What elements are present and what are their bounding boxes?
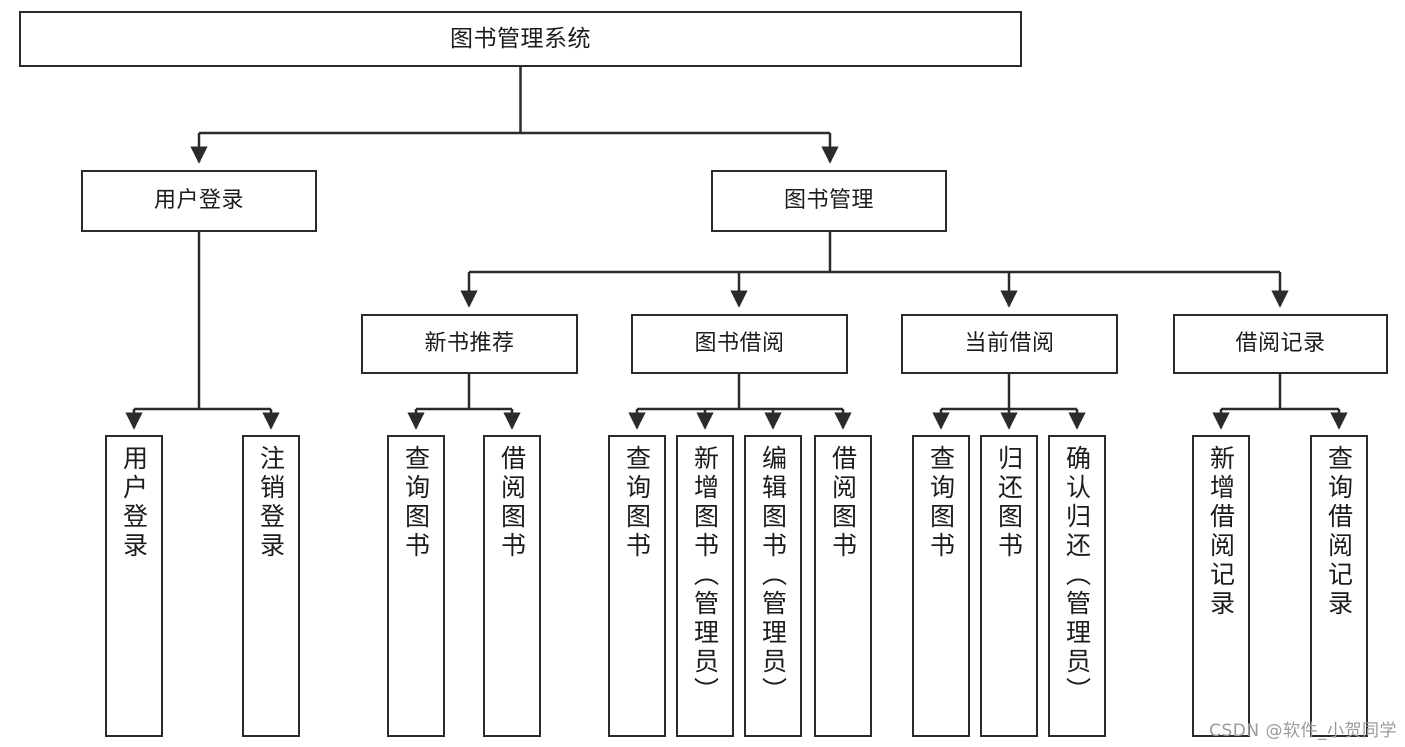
node-label: 确认归还（管理员）	[1062, 445, 1092, 706]
node-leaf-logout-login[interactable]: 注销登录	[242, 435, 300, 737]
node-current-borrow[interactable]: 当前借阅	[901, 314, 1118, 374]
node-leaf-edit-book-admin[interactable]: 编辑图书（管理员）	[744, 435, 802, 737]
node-leaf-return-book[interactable]: 归还图书	[980, 435, 1038, 737]
node-label: 当前借阅	[964, 331, 1055, 357]
node-root-system[interactable]: 图书管理系统	[19, 11, 1022, 67]
node-leaf-query-book-3[interactable]: 查询图书	[912, 435, 970, 737]
node-book-borrow[interactable]: 图书借阅	[631, 314, 848, 374]
node-borrow-record[interactable]: 借阅记录	[1173, 314, 1388, 374]
node-label: 图书借阅	[694, 331, 785, 357]
node-label: 图书管理	[783, 188, 874, 214]
node-label: 用户登录	[119, 445, 149, 561]
node-label: 归还图书	[994, 445, 1024, 561]
node-label: 借阅记录	[1235, 331, 1326, 357]
node-label: 注销登录	[256, 445, 286, 561]
node-label: 新增图书（管理员）	[690, 445, 720, 706]
node-leaf-confirm-return-admin[interactable]: 确认归还（管理员）	[1048, 435, 1106, 737]
node-leaf-borrow-book-1[interactable]: 借阅图书	[483, 435, 541, 737]
node-label: 编辑图书（管理员）	[758, 445, 788, 706]
node-leaf-borrow-book-2[interactable]: 借阅图书	[814, 435, 872, 737]
node-label: 借阅图书	[497, 445, 527, 561]
node-label: 查询借阅记录	[1324, 445, 1354, 619]
node-leaf-query-book-1[interactable]: 查询图书	[387, 435, 445, 737]
node-leaf-user-login[interactable]: 用户登录	[105, 435, 163, 737]
node-label: 用户登录	[153, 188, 244, 214]
node-label: 查询图书	[622, 445, 652, 561]
node-label: 图书管理系统	[450, 25, 591, 52]
csdn-watermark: CSDN @软件_小贺同学	[1209, 721, 1397, 741]
node-label: 查询图书	[401, 445, 431, 561]
node-label: 查询图书	[926, 445, 956, 561]
node-label: 新增借阅记录	[1206, 445, 1236, 619]
node-leaf-query-book-2[interactable]: 查询图书	[608, 435, 666, 737]
node-leaf-add-book-admin[interactable]: 新增图书（管理员）	[676, 435, 734, 737]
node-label: 新书推荐	[424, 331, 515, 357]
node-label: 借阅图书	[828, 445, 858, 561]
node-leaf-query-borrow-record[interactable]: 查询借阅记录	[1310, 435, 1368, 737]
node-new-book-recommend[interactable]: 新书推荐	[361, 314, 578, 374]
node-book-manage[interactable]: 图书管理	[711, 170, 947, 232]
node-user-login[interactable]: 用户登录	[81, 170, 317, 232]
node-leaf-add-borrow-record[interactable]: 新增借阅记录	[1192, 435, 1250, 737]
